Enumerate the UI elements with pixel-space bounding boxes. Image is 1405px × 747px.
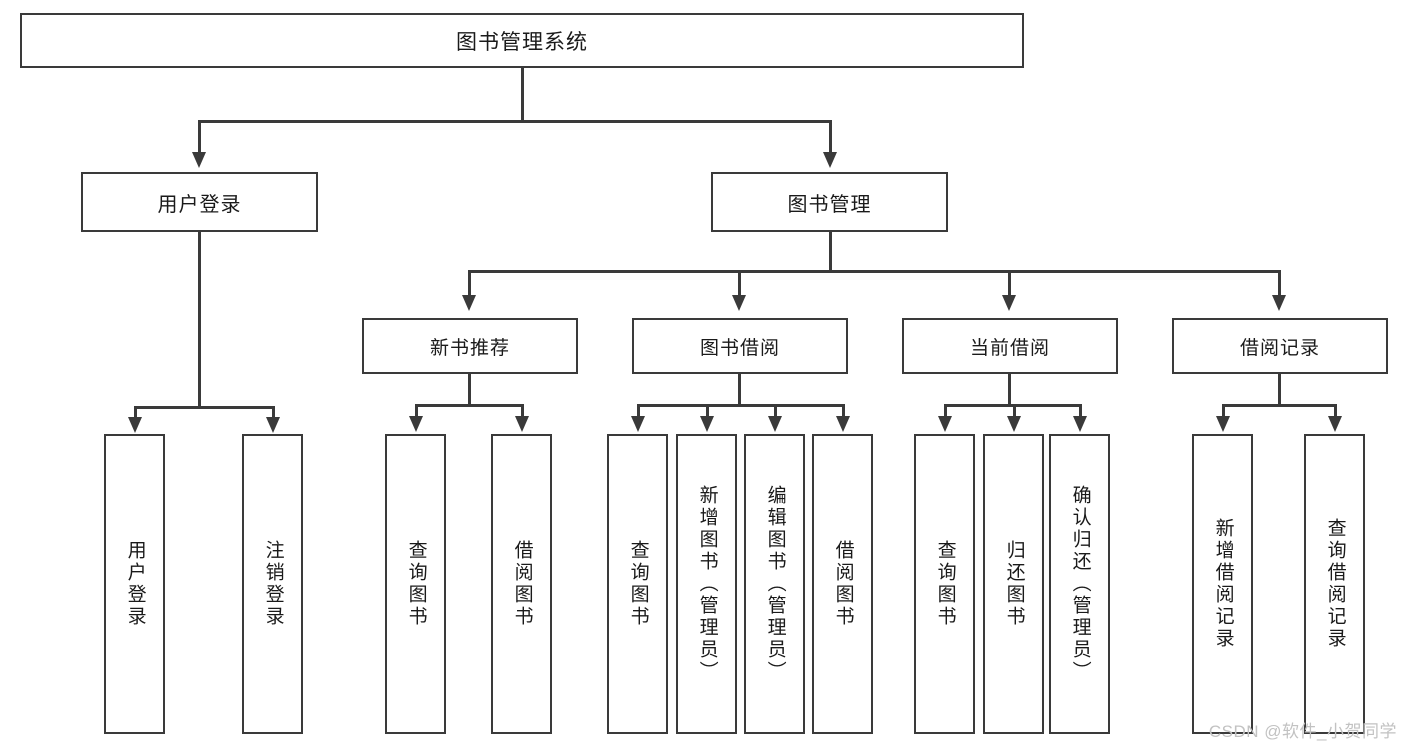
connector-current-borrow-bus [944, 404, 1081, 407]
arrowhead-to-new-book [462, 295, 476, 311]
connector-to-current-borrow [1008, 270, 1011, 296]
leaf-current-borrow-return[interactable]: 归还图书 [983, 434, 1044, 734]
leaf-user-login-logout[interactable]: 注销登录 [242, 434, 303, 734]
arrowhead-root-to-user-login [192, 152, 206, 168]
arrowhead-to-book-borrow [732, 295, 746, 311]
connector-current-borrow-to-leaf-2 [1079, 404, 1082, 417]
connector-user-login-stem [198, 232, 201, 408]
leaf-current-borrow-confirm-return[interactable]: 确认归还（管理员） [1049, 434, 1110, 734]
connector-level1-bus [198, 120, 831, 123]
node-user-login-label: 用户登录 [157, 193, 242, 216]
leaf-borrow-record-add[interactable]: 新增借阅记录 [1192, 434, 1253, 734]
arrowhead-book-borrow-to-leaf-1 [700, 416, 714, 432]
node-borrow-record-label: 借阅记录 [1239, 337, 1320, 359]
arrowhead-book-borrow-to-leaf-0 [631, 416, 645, 432]
node-book-borrow-label: 图书借阅 [699, 337, 780, 359]
node-current-borrow-label: 当前借阅 [969, 337, 1050, 359]
leaf-current-borrow-confirm-return-label: 确认归还（管理员） [1069, 485, 1091, 683]
connector-borrow-record-stem [1278, 374, 1281, 406]
connector-borrow-record-bus [1222, 404, 1336, 407]
leaf-borrow-record-query-label: 查询借阅记录 [1324, 518, 1346, 650]
connector-book-borrow-to-leaf-1 [706, 404, 709, 417]
connector-borrow-record-to-leaf-1 [1334, 404, 1337, 417]
arrowhead-new-book-to-leaf-0 [409, 416, 423, 432]
connector-book-borrow-stem [738, 374, 741, 406]
connector-book-borrow-to-leaf-2 [774, 404, 777, 417]
leaf-new-book-borrow-label: 借阅图书 [511, 540, 533, 628]
arrowhead-book-borrow-to-leaf-3 [836, 416, 850, 432]
leaf-new-book-query-label: 查询图书 [405, 540, 427, 628]
node-book-management[interactable]: 图书管理 [711, 172, 948, 232]
node-book-borrow[interactable]: 图书借阅 [632, 318, 848, 374]
leaf-book-borrow-edit[interactable]: 编辑图书（管理员） [744, 434, 805, 734]
arrowhead-new-book-to-leaf-1 [515, 416, 529, 432]
arrowhead-to-current-borrow [1002, 295, 1016, 311]
connector-book-borrow-to-leaf-3 [842, 404, 845, 417]
connector-root-to-user-login [198, 120, 201, 152]
connector-new-book-bus [415, 404, 523, 407]
leaf-book-borrow-add[interactable]: 新增图书（管理员） [676, 434, 737, 734]
arrowhead-borrow-record-to-leaf-1 [1328, 416, 1342, 432]
leaf-new-book-borrow[interactable]: 借阅图书 [491, 434, 552, 734]
leaf-borrow-record-query[interactable]: 查询借阅记录 [1304, 434, 1365, 734]
arrowhead-user-login-to-leaf-0 [128, 417, 142, 433]
leaf-new-book-query[interactable]: 查询图书 [385, 434, 446, 734]
arrowhead-current-borrow-to-leaf-1 [1007, 416, 1021, 432]
connector-new-book-to-leaf-0 [415, 404, 418, 417]
node-borrow-record[interactable]: 借阅记录 [1172, 318, 1388, 374]
connector-to-borrow-record [1278, 270, 1281, 296]
connector-user-login-to-leaf-1 [272, 406, 275, 418]
node-new-book-recommend[interactable]: 新书推荐 [362, 318, 578, 374]
node-root-system[interactable]: 图书管理系统 [20, 13, 1024, 68]
leaf-user-login-login[interactable]: 用户登录 [104, 434, 165, 734]
connector-user-login-to-leaf-0 [134, 406, 137, 418]
leaf-user-login-logout-label: 注销登录 [262, 540, 284, 628]
leaf-current-borrow-query-label: 查询图书 [934, 540, 956, 628]
arrowhead-borrow-record-to-leaf-0 [1216, 416, 1230, 432]
node-user-login[interactable]: 用户登录 [81, 172, 318, 232]
connector-current-borrow-to-leaf-1 [1013, 404, 1016, 417]
leaf-book-borrow-query[interactable]: 查询图书 [607, 434, 668, 734]
connector-root-to-book-manage [829, 120, 832, 152]
node-book-management-label: 图书管理 [787, 193, 872, 216]
arrowhead-current-borrow-to-leaf-2 [1073, 416, 1087, 432]
leaf-book-borrow-edit-label: 编辑图书（管理员） [764, 485, 786, 683]
connector-new-book-to-leaf-1 [521, 404, 524, 417]
arrowhead-to-borrow-record [1272, 295, 1286, 311]
node-current-borrow[interactable]: 当前借阅 [902, 318, 1118, 374]
connector-to-book-borrow [738, 270, 741, 296]
arrowhead-book-borrow-to-leaf-2 [768, 416, 782, 432]
connector-book-management-stem [829, 232, 832, 271]
leaf-user-login-login-label: 用户登录 [124, 540, 146, 628]
connector-book-borrow-bus [637, 404, 843, 407]
connector-level2-bus [468, 270, 1280, 273]
connector-user-login-bus [134, 406, 274, 409]
leaf-book-borrow-borrow[interactable]: 借阅图书 [812, 434, 873, 734]
arrowhead-root-to-book-manage [823, 152, 837, 168]
arrowhead-user-login-to-leaf-1 [266, 417, 280, 433]
node-root-system-label: 图书管理系统 [456, 30, 588, 54]
leaf-current-borrow-return-label: 归还图书 [1003, 540, 1025, 628]
connector-book-borrow-to-leaf-0 [637, 404, 640, 417]
connector-root-stem [521, 68, 524, 121]
connector-borrow-record-to-leaf-0 [1222, 404, 1225, 417]
arrowhead-current-borrow-to-leaf-0 [938, 416, 952, 432]
leaf-book-borrow-query-label: 查询图书 [627, 540, 649, 628]
connector-current-borrow-to-leaf-0 [944, 404, 947, 417]
leaf-borrow-record-add-label: 新增借阅记录 [1212, 518, 1234, 650]
leaf-current-borrow-query[interactable]: 查询图书 [914, 434, 975, 734]
node-new-book-recommend-label: 新书推荐 [429, 337, 510, 359]
connector-current-borrow-stem [1008, 374, 1011, 406]
leaf-book-borrow-add-label: 新增图书（管理员） [696, 485, 718, 683]
leaf-book-borrow-borrow-label: 借阅图书 [832, 540, 854, 628]
connector-to-new-book [468, 270, 471, 296]
csdn-watermark: CSDN @软件_小贺同学 [1208, 722, 1397, 741]
connector-new-book-stem [468, 374, 471, 406]
